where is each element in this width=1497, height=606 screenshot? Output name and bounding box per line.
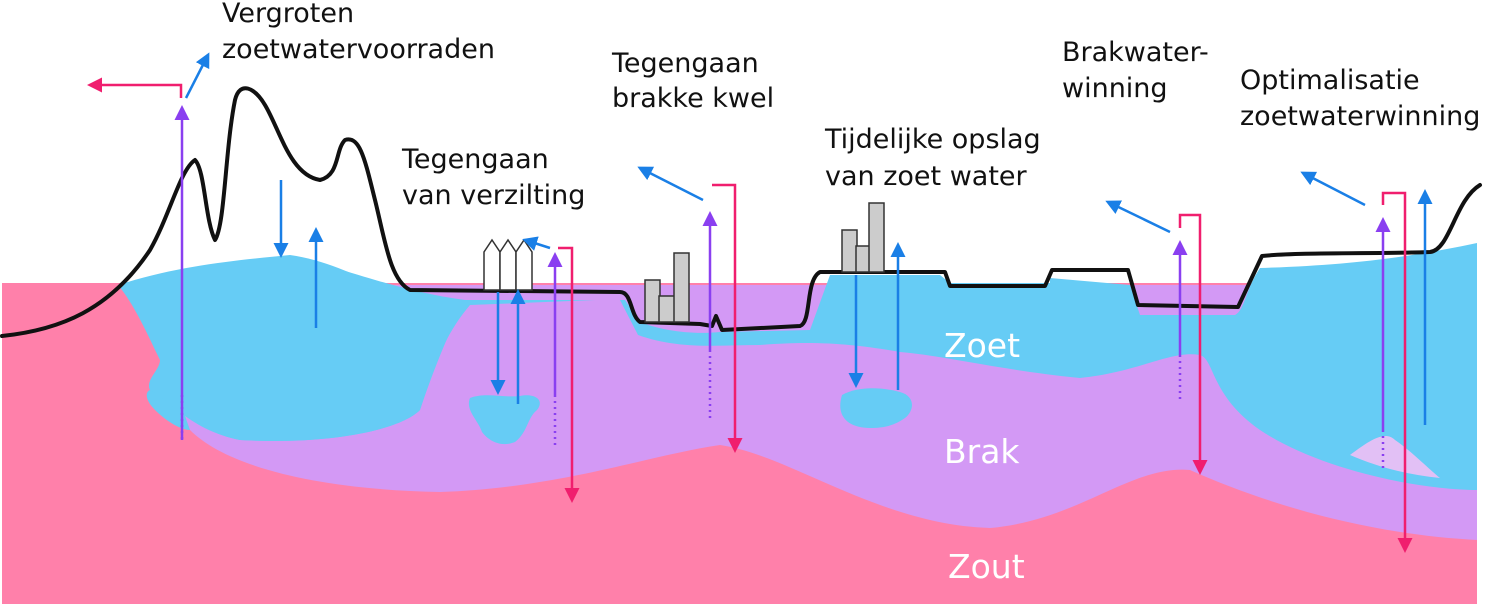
optimalisatie-arrows bbox=[1300, 171, 1433, 553]
label-verzilting-1: Tegengaan bbox=[401, 144, 549, 175]
city-icon-opslag bbox=[841, 202, 885, 273]
fresh-lens-storage bbox=[840, 388, 912, 428]
brackish-cone bbox=[1350, 435, 1440, 478]
label-opslag-2: van zoet water bbox=[825, 161, 1028, 192]
vergroten-arrows bbox=[87, 52, 324, 440]
label-opslag-1: Tijdelijke opslag bbox=[824, 124, 1041, 155]
label-optimalisatie-1: Optimalisatie bbox=[1240, 65, 1420, 96]
label-brakke-kwel-1: Tegengaan bbox=[611, 48, 759, 79]
city-icon-brakke-kwel bbox=[644, 252, 690, 323]
zone-label-fresh: Zoet bbox=[944, 326, 1020, 365]
verzilting-arrows bbox=[490, 236, 580, 503]
zone-label-brackish: Brak bbox=[944, 432, 1020, 471]
label-verzilting-2: van verzilting bbox=[402, 180, 585, 211]
brakke-kwel-arrows bbox=[637, 166, 743, 453]
label-optimalisatie-2: zoetwaterwinning bbox=[1240, 101, 1480, 132]
greenhouse-icon bbox=[483, 238, 533, 291]
label-brakke-kwel-2: brakke kwel bbox=[612, 83, 774, 114]
fresh-zone-left bbox=[118, 258, 465, 441]
brakwater-arrows bbox=[1105, 200, 1208, 475]
label-brakwater-1: Brakwater- bbox=[1062, 37, 1209, 68]
fresh-lens-greenhouse bbox=[468, 395, 540, 445]
label-vergroten-1: Vergroten bbox=[222, 0, 354, 29]
zone-label-saline: Zout bbox=[948, 547, 1025, 586]
label-brakwater-2: winning bbox=[1062, 73, 1168, 104]
ground-surface bbox=[0, 86, 1482, 338]
opslag-arrows bbox=[848, 242, 906, 390]
label-vergroten-2: zoetwatervoorraden bbox=[222, 34, 495, 65]
